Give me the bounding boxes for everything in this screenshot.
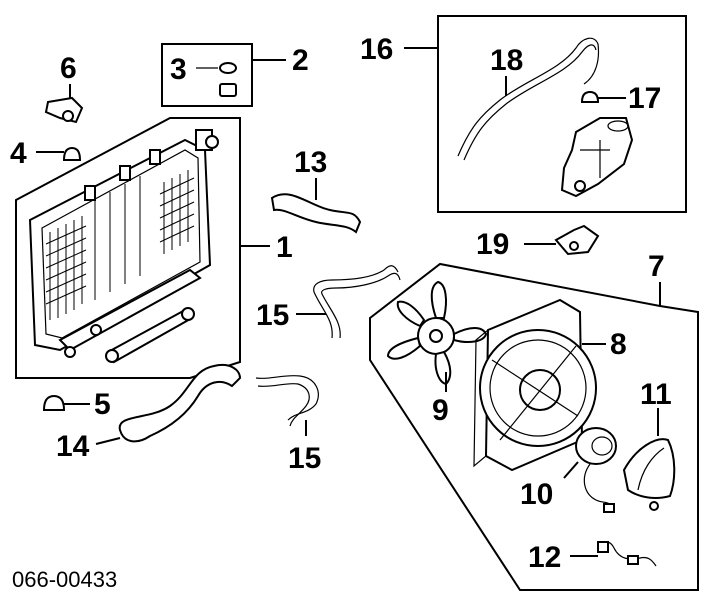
document-number: 066-00433 (12, 567, 117, 592)
callout-15-upper: 15 (256, 299, 289, 332)
callout-8: 8 (610, 328, 627, 361)
callout-11: 11 (640, 378, 672, 411)
callout-1: 1 (276, 231, 293, 264)
radiator-core-left (45, 216, 87, 320)
callout-14: 14 (56, 430, 90, 463)
radiator (28, 129, 219, 358)
callout-15-lower: 15 (288, 442, 321, 475)
part-14-lower-hose: 14 (56, 364, 242, 463)
radiator-lower-bracket (105, 307, 195, 364)
part-17-tank-cap: 17 (580, 82, 661, 115)
callout-16: 16 (360, 33, 393, 66)
callout-7: 7 (648, 250, 665, 283)
callout-2: 2 (292, 44, 309, 77)
callout-6: 6 (60, 52, 77, 85)
callout-3: 3 (170, 53, 187, 86)
callout-5: 5 (94, 388, 111, 421)
part-9-fan-blade: 9 (386, 280, 488, 427)
part-15-hose-upper: 15 (256, 265, 401, 339)
part-18-overflow-tube: 18 (457, 37, 600, 161)
part-13-upper-hose: 13 (270, 146, 362, 234)
part-10-fan-motor: 10 (520, 427, 617, 513)
radiator-core-right (159, 170, 195, 254)
part-15-hose-lower: 15 (255, 374, 321, 475)
fan-assembly-group: 7 9 8 (369, 250, 699, 591)
part-6-bracket: 6 (44, 52, 84, 124)
cap-clip (219, 83, 237, 97)
callout-10: 10 (520, 478, 553, 511)
cap-kit-group: 3 2 (161, 43, 309, 107)
fan-assembly-frame (369, 262, 699, 591)
part-19-bracket: 19 (476, 224, 600, 261)
radiator-group: 1 (15, 117, 293, 379)
callout-17: 17 (628, 82, 661, 115)
part-8-fan-shroud: 8 (473, 298, 627, 472)
part-5-grommet: 5 (42, 388, 111, 421)
reserve-tank-group: 16 18 17 (360, 15, 687, 213)
cap-washer (219, 62, 237, 74)
part-4-grommet: 4 (10, 137, 82, 170)
part-11-motor-cover: 11 (622, 378, 676, 511)
part-12-wire-harness: 12 (528, 541, 657, 574)
callout-19: 19 (476, 228, 509, 261)
callout-18: 18 (490, 44, 523, 77)
cap-kit-frame (161, 43, 253, 107)
callout-4: 4 (10, 137, 27, 170)
reserve-tank-frame (437, 15, 687, 213)
callout-13: 13 (294, 146, 327, 179)
radiator-group-frame (15, 117, 241, 379)
callout-12: 12 (528, 541, 561, 574)
callout-9: 9 (432, 394, 449, 427)
reserve-tank (560, 117, 634, 198)
